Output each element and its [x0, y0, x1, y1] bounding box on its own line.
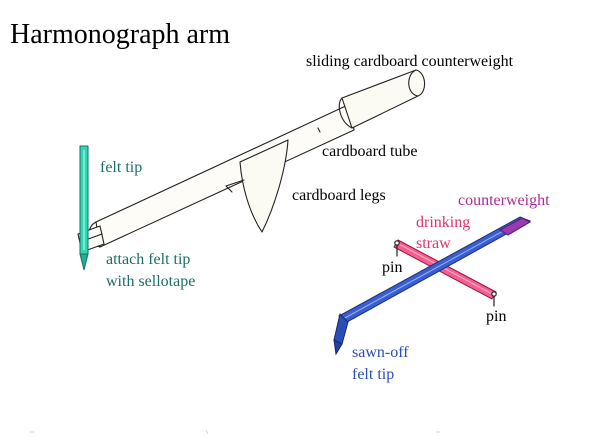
felt-tip-point: [79, 253, 89, 271]
label-straw: straw: [416, 235, 451, 252]
label-sliding-counterweight: sliding cardboard counterweight: [306, 53, 514, 70]
label-felt-tip: felt tip: [100, 159, 143, 176]
label-sawn-off-line1: sawn-off: [352, 344, 409, 361]
left-pin: [394, 240, 400, 257]
right-pin: [491, 291, 497, 307]
label-sawn-off-line2: felt tip: [352, 366, 395, 383]
cardboard-legs-shape: [239, 139, 289, 233]
felt-tip-pen: [79, 145, 89, 271]
cardboard-legs-back: [225, 179, 245, 193]
tube-tick: [317, 127, 321, 133]
straw-arm-assembly: [333, 216, 532, 356]
counterweight-end-cap: [408, 69, 419, 97]
label-drinking: drinking: [416, 214, 471, 231]
sawn-off-tip-point: [333, 339, 343, 356]
straw-highlight: [396, 242, 495, 296]
label-cardboard-legs: cardboard legs: [292, 187, 386, 204]
counterweight-front-rim: [338, 97, 353, 129]
diagram-title: Harmonograph arm: [10, 19, 231, 50]
label-counterweight: counterweight: [458, 192, 550, 209]
label-pin-left: pin: [382, 259, 403, 276]
felt-arm-highlight: [342, 218, 526, 320]
label-pin-right: pin: [486, 308, 507, 325]
purple-counterweight-shape: [499, 217, 532, 236]
label-cardboard-tube: cardboard tube: [322, 143, 418, 160]
label-attach-line2: with sellotape: [106, 273, 196, 290]
sliding-counterweight-shape: [341, 69, 426, 129]
label-attach-line1: attach felt tip: [106, 251, 191, 268]
scan-specks: [30, 429, 440, 435]
